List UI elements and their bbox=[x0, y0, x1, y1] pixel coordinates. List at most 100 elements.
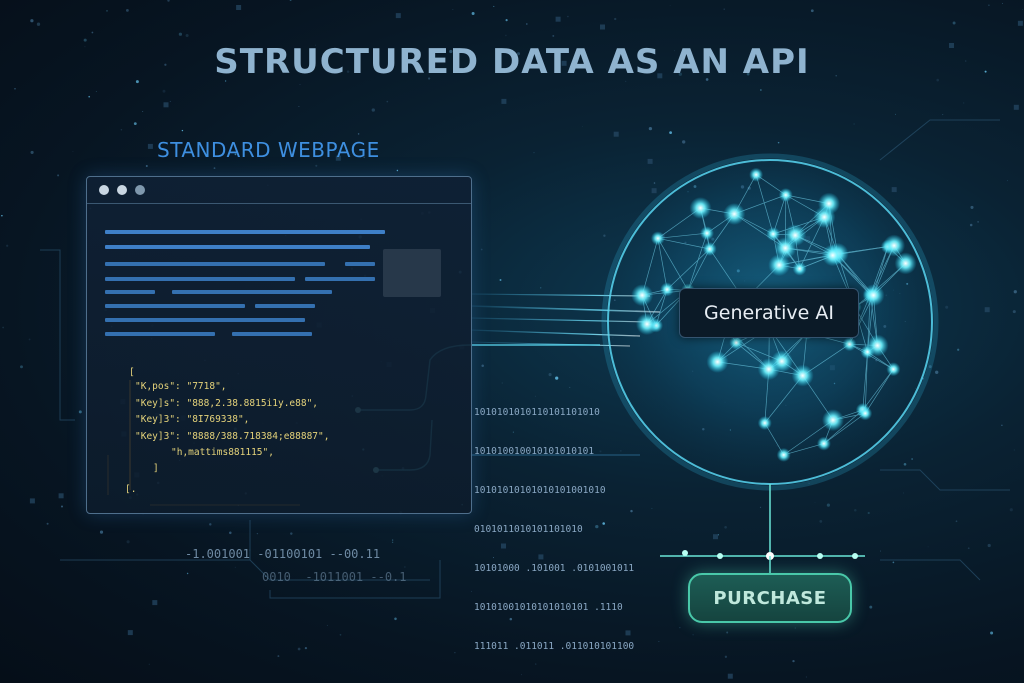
particle bbox=[984, 70, 987, 73]
network-edge bbox=[657, 238, 668, 290]
particle-square bbox=[561, 60, 567, 66]
particle bbox=[498, 312, 500, 314]
particle bbox=[492, 557, 495, 559]
particle bbox=[760, 89, 762, 91]
particle bbox=[36, 22, 41, 26]
particle bbox=[867, 511, 870, 515]
particle bbox=[30, 150, 34, 154]
particle bbox=[533, 152, 535, 154]
particle bbox=[234, 566, 236, 568]
code-line: "h,mattims881115", bbox=[171, 447, 274, 458]
particle-square bbox=[147, 143, 153, 149]
particle bbox=[936, 78, 939, 82]
particle bbox=[471, 12, 475, 15]
particle-square bbox=[335, 155, 341, 161]
network-node bbox=[766, 227, 781, 241]
particle bbox=[658, 640, 660, 642]
network-node bbox=[723, 203, 746, 225]
particle bbox=[72, 150, 74, 153]
particle bbox=[814, 502, 816, 503]
particle bbox=[835, 75, 837, 77]
network-node bbox=[858, 406, 873, 421]
particle bbox=[567, 15, 569, 18]
network-edge bbox=[657, 238, 689, 291]
particle bbox=[164, 63, 167, 66]
network-node bbox=[631, 284, 654, 307]
particle bbox=[169, 100, 171, 102]
particle bbox=[499, 279, 502, 281]
network-node bbox=[660, 282, 675, 297]
particle bbox=[952, 21, 956, 25]
particle bbox=[595, 524, 599, 529]
browser-window-icon: [ "K,pos": "7718", "Key]s": "888,2.38.88… bbox=[86, 176, 472, 514]
particle bbox=[391, 541, 394, 543]
purchase-button[interactable]: PURCHASE bbox=[688, 573, 852, 623]
particle bbox=[471, 590, 472, 592]
particle bbox=[962, 102, 965, 104]
particle bbox=[1, 214, 3, 217]
content-line bbox=[105, 262, 325, 266]
particle bbox=[682, 140, 686, 144]
particle bbox=[297, 647, 301, 651]
binary-line: 0101011010101101010 bbox=[474, 524, 583, 535]
particle bbox=[186, 572, 189, 575]
particle-square bbox=[891, 187, 897, 193]
particle bbox=[726, 631, 729, 634]
particle bbox=[692, 634, 694, 636]
particle-square bbox=[657, 73, 663, 79]
network-node bbox=[866, 334, 889, 357]
particle bbox=[289, 0, 292, 1]
particle-square bbox=[625, 630, 631, 636]
network-node bbox=[650, 231, 665, 246]
code-line: "K,pos": "7718", bbox=[135, 381, 227, 392]
network-node bbox=[886, 362, 901, 377]
particle bbox=[927, 546, 929, 548]
particle bbox=[14, 88, 16, 90]
particle-square bbox=[501, 98, 507, 104]
network-node bbox=[749, 167, 764, 182]
network-node bbox=[702, 242, 717, 256]
particle bbox=[2, 326, 4, 329]
particle-square bbox=[501, 543, 506, 549]
particle bbox=[717, 534, 719, 536]
particle bbox=[277, 655, 280, 658]
particle bbox=[942, 114, 944, 116]
network-node bbox=[770, 350, 793, 373]
particle bbox=[1009, 508, 1013, 512]
particle-square bbox=[713, 534, 718, 540]
particle bbox=[988, 4, 990, 7]
particle-square bbox=[949, 43, 954, 48]
particle bbox=[540, 287, 542, 289]
network-edge bbox=[657, 237, 710, 250]
particle bbox=[1002, 3, 1003, 4]
particle bbox=[625, 80, 627, 83]
window-dot bbox=[135, 185, 145, 195]
particle bbox=[83, 38, 87, 42]
particle bbox=[304, 646, 308, 650]
content-line bbox=[255, 304, 315, 308]
particle bbox=[213, 167, 216, 169]
network-node bbox=[862, 284, 885, 307]
particle bbox=[569, 386, 571, 388]
particle bbox=[135, 80, 139, 84]
particle bbox=[290, 532, 293, 535]
particle bbox=[724, 525, 727, 529]
particle bbox=[630, 509, 633, 513]
particle bbox=[142, 111, 144, 113]
network-edge bbox=[755, 174, 774, 235]
particle bbox=[99, 530, 104, 534]
binary-line: 10101010101010101001010 bbox=[474, 485, 606, 496]
network-node bbox=[894, 252, 917, 275]
particle bbox=[480, 248, 483, 251]
network-node bbox=[689, 197, 712, 219]
content-line bbox=[345, 262, 375, 266]
particle bbox=[651, 507, 653, 509]
particle-square bbox=[613, 131, 619, 137]
circuit-lines bbox=[40, 119, 1010, 599]
particle bbox=[895, 113, 896, 115]
particle bbox=[987, 543, 991, 548]
particle bbox=[501, 382, 503, 384]
particle bbox=[679, 627, 681, 629]
particle bbox=[181, 129, 184, 132]
particle bbox=[723, 8, 725, 10]
